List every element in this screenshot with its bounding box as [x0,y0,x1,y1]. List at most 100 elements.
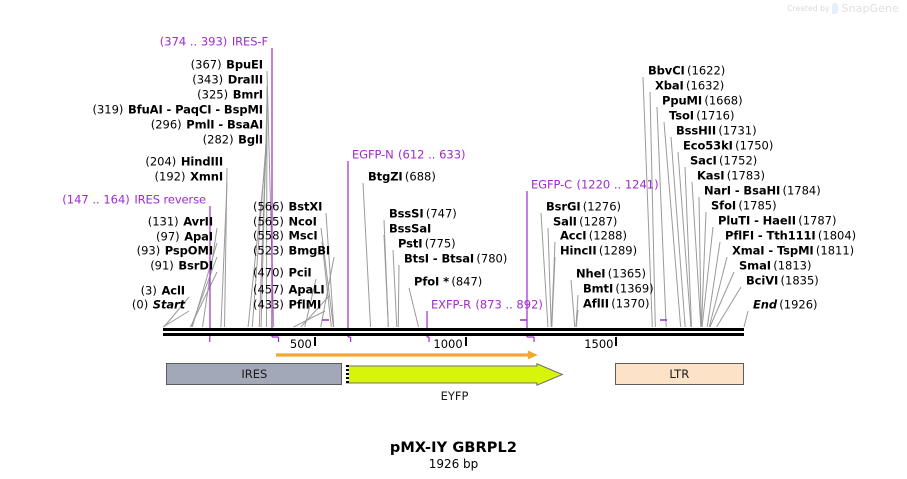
primer-feature-label[interactable]: EGFP-C (1220 .. 1241) [531,178,659,192]
enzyme-label[interactable]: (558) MscI [253,229,318,243]
lead-line [642,76,653,328]
feature-ltr[interactable]: LTR [614,363,744,385]
ruler-tick-label: 500 [289,337,312,351]
enzyme-label[interactable]: (367) BpuEI [191,58,263,72]
enzyme-label[interactable]: (470) PciI [253,266,312,280]
enzyme-name: ApaI [184,229,213,244]
enzyme-name: PstI [398,236,423,251]
enzyme-label[interactable]: XmaI - TspMI (1811) [732,243,855,258]
enzyme-label[interactable]: (91) BsrDI [150,258,213,273]
enzyme-name: BmtI [583,281,614,296]
enzyme-label[interactable]: End (1926) [753,298,818,312]
enzyme-label[interactable]: NheI (1365) [576,267,646,281]
enzyme-name: XbaI [655,78,684,93]
enzyme-label[interactable]: KasI (1783) [697,169,765,183]
enzyme-label[interactable]: SacI (1752) [690,154,757,168]
enzyme-name: SfoI [711,198,737,213]
enzyme-label[interactable]: BssSaI [389,222,431,236]
enzyme-name: BsrDI [178,258,213,273]
enzyme-label[interactable]: (204) HindIII [145,154,223,169]
primer-feature-label[interactable]: (374 .. 393) IRES-F [160,35,268,49]
enzyme-label[interactable]: AflII (1370) [583,296,649,311]
enzyme-name: BglI [238,132,263,147]
enzyme-name: PspOMI [164,243,213,258]
enzyme-label[interactable]: (319) BfuAI - PaqCI - BspMI [92,103,263,117]
enzyme-label[interactable]: TsoI (1716) [669,109,735,123]
enzyme-label[interactable]: (192) XmnI [155,169,224,184]
enzyme-label[interactable]: NarI - BsaHI (1784) [704,183,821,198]
enzyme-position: (1784) [780,183,821,198]
enzyme-label[interactable]: PpuMI (1668) [662,93,743,108]
enzyme-label[interactable]: (566) BstXI [253,199,323,214]
enzyme-position: (1750) [732,138,774,153]
lead-line [251,130,268,328]
enzyme-label[interactable]: (93) PspOMI [137,243,214,258]
enzyme-label[interactable]: (0) Start [132,297,185,312]
enzyme-position: (296) [150,117,187,132]
feature-ires[interactable]: IRES [166,363,343,385]
ruler-tick [464,337,467,346]
enzyme-label[interactable]: AccI (1288) [560,228,627,243]
enzyme-label[interactable]: BsrGI (1276) [546,199,621,214]
lead-line [663,121,682,328]
primer-feature-label[interactable]: (147 .. 164) IRES reverse [62,193,206,207]
enzyme-label[interactable]: (523) BmgBI [253,243,330,258]
enzyme-name: BsrGI [546,199,581,214]
enzyme-name: BtsI - BtsaI [404,251,475,266]
sequence-strand-bottom [163,333,744,336]
enzyme-label[interactable]: PfoI * (847) [414,274,483,289]
enzyme-name: AflII [583,296,609,311]
enzyme-label[interactable]: (296) PmlI - BsaAI [150,117,263,132]
enzyme-label[interactable]: (457) ApaLI [253,283,325,297]
enzyme-position: (204) [145,154,181,169]
enzyme-label[interactable]: SmaI (1813) [739,259,811,273]
enzyme-label[interactable]: (433) PflMI [253,297,321,312]
enzyme-label[interactable]: BbvCI (1622) [648,64,725,78]
enzyme-position: (433) [253,297,289,312]
enzyme-label[interactable]: (131) AvrII [148,215,213,229]
enzyme-name: AccI [560,228,587,243]
enzyme-name: BciVI [746,273,779,288]
enzyme-label[interactable]: SfoI (1785) [711,198,777,213]
enzyme-label[interactable]: (325) BmrI [197,88,263,102]
enzyme-label[interactable]: (97) ApaI [156,229,213,244]
lead-line [551,256,556,328]
enzyme-position: (97) [156,229,185,244]
enzyme-label[interactable]: PstI (775) [398,236,456,251]
enzyme-position: (523) [253,243,289,258]
enzyme-position: (1288) [586,228,627,243]
enzyme-position: (847) [449,274,483,289]
enzyme-label[interactable]: Eco53kI (1750) [683,138,774,153]
enzyme-label[interactable]: BciVI (1835) [746,273,819,288]
enzyme-position: (566) [253,199,289,214]
sequence-strand-top [163,328,744,331]
lead-line [190,256,218,328]
feature-eyfp[interactable] [346,363,565,387]
primer-feature-label[interactable]: EXFP-R (873 .. 892) [431,298,543,312]
enzyme-label[interactable]: BssSI (747) [389,207,457,221]
enzyme-label[interactable]: BssHII (1731) [676,124,757,138]
enzyme-position: (1835) [778,273,819,288]
enzyme-name: XmnI [190,169,223,184]
enzyme-label[interactable]: XbaI (1632) [655,78,724,93]
enzyme-position: (1787) [795,213,837,228]
enzyme-name: BstXI [288,199,323,214]
enzyme-label[interactable]: BtgZI (688) [368,170,436,184]
enzyme-label[interactable]: BtsI - BtsaI (780) [404,251,507,266]
enzyme-label[interactable]: (3) AclI [141,284,186,298]
primer-feature-label[interactable]: EGFP-N (612 .. 633) [352,148,466,162]
enzyme-label[interactable]: (343) DraIII [192,73,263,87]
enzyme-position: (1811) [813,243,855,258]
enzyme-label[interactable]: PluTI - HaeII (1787) [718,213,837,228]
enzyme-position: (1668) [702,93,743,108]
enzyme-name: SalI [553,214,577,229]
enzyme-label[interactable]: BmtI (1369) [583,281,654,296]
watermark-brand-text: SnapGene [841,2,899,15]
enzyme-name: PmlI - BsaAI [186,117,263,132]
enzyme-label[interactable]: (565) NcoI [253,215,317,229]
enzyme-label[interactable]: HincII (1289) [560,244,637,258]
enzyme-label[interactable]: SalI (1287) [553,214,617,229]
enzyme-label[interactable]: PflFI - Tth111I (1804) [725,229,856,243]
enzyme-label[interactable]: (282) BglI [203,132,263,147]
enzyme-name: Start [152,297,185,312]
